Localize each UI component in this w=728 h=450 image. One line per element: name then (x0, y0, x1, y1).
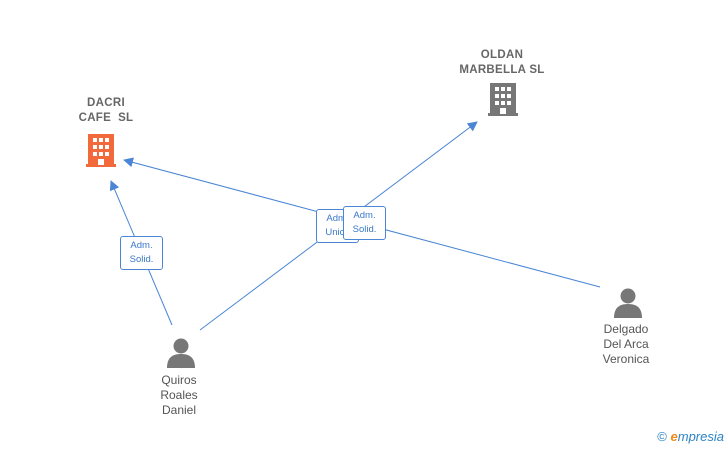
edge-label-line: Adm. (130, 240, 153, 251)
company-label-oldan: OLDAN MARBELLA SL (447, 48, 557, 78)
edge-label-line: Adm. (353, 210, 376, 221)
person-icon (614, 288, 642, 318)
company-name-line: OLDAN (480, 49, 524, 61)
edge-label-line: Unico (325, 227, 350, 238)
person-name-line: Quiros (161, 373, 197, 387)
company-label-dacri: DACRI CAFE SL (56, 96, 156, 126)
company-name-line: MARBELLA SL (459, 64, 545, 76)
brand-name: mpresia (677, 429, 724, 444)
edge-label-line: Solid. (129, 254, 154, 265)
edge-label-line: Adm. (326, 213, 349, 224)
copyright-symbol: © (657, 429, 667, 444)
company-name-line: CAFE SL (78, 112, 134, 124)
person-name-line: Daniel (161, 403, 197, 417)
person-icon (167, 338, 195, 368)
brand-e: e (670, 429, 678, 444)
person-name-line: Veronica (602, 352, 650, 366)
person-name-line: Del Arca (603, 337, 649, 351)
company-name-line: DACRI (87, 97, 125, 109)
person-label-delgado: Delgado Del Arca Veronica (584, 322, 668, 367)
building-icon (488, 83, 518, 116)
building-icon (86, 134, 116, 167)
person-name-line: Delgado (603, 322, 649, 336)
empresia-watermark: © empresia (657, 429, 724, 444)
edge-label-line: Solid. (352, 224, 377, 235)
edge-label-quiros-dacri: Adm. Solid. (120, 236, 163, 270)
person-name-line: Roales (160, 388, 198, 402)
person-label-quiros: Quiros Roales Daniel (139, 373, 219, 418)
edge-label-delgado-dacri: Adm. Solid. (343, 206, 386, 240)
